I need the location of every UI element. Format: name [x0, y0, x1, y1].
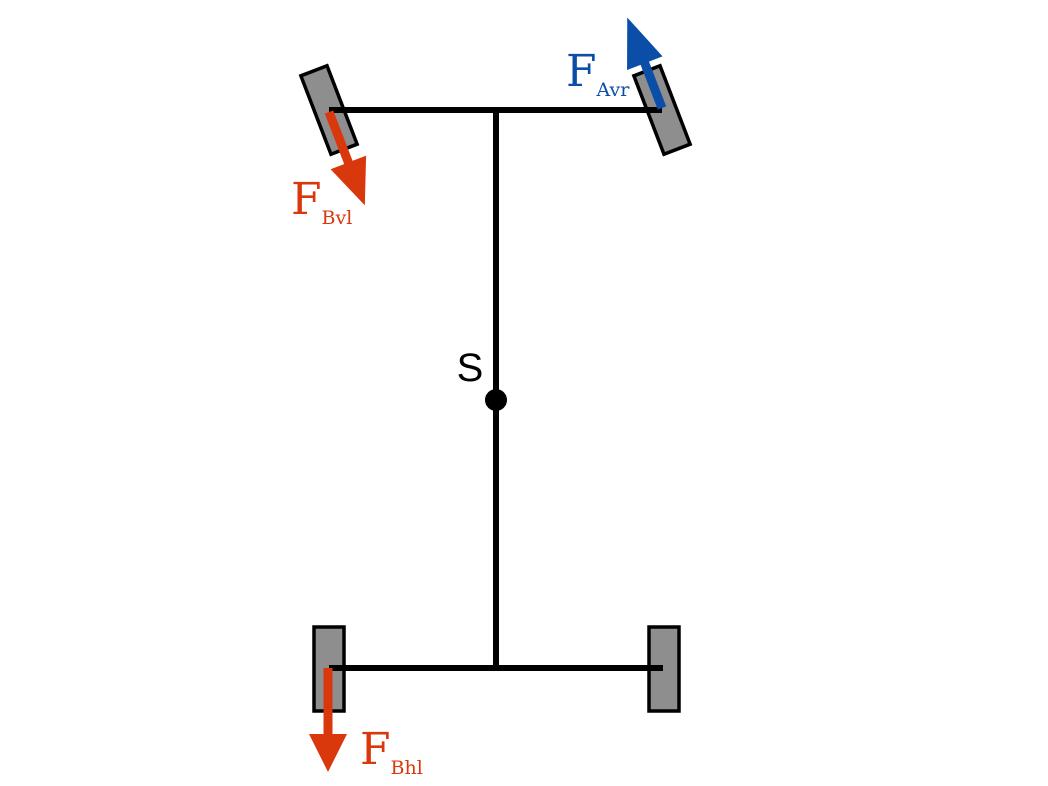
force-arrow-bvl	[324, 110, 367, 206]
center-of-gravity-label: S	[457, 346, 484, 390]
force-arrow-avr	[627, 17, 667, 110]
force-arrow-bhl	[309, 668, 347, 772]
force-label-bhl: FBhl	[360, 724, 423, 779]
force-label-avr: FAvr	[566, 46, 630, 101]
center-of-gravity-point	[485, 389, 507, 411]
force-label-bvl: FBvl	[291, 174, 352, 229]
wheel-rear-right	[647, 625, 681, 713]
